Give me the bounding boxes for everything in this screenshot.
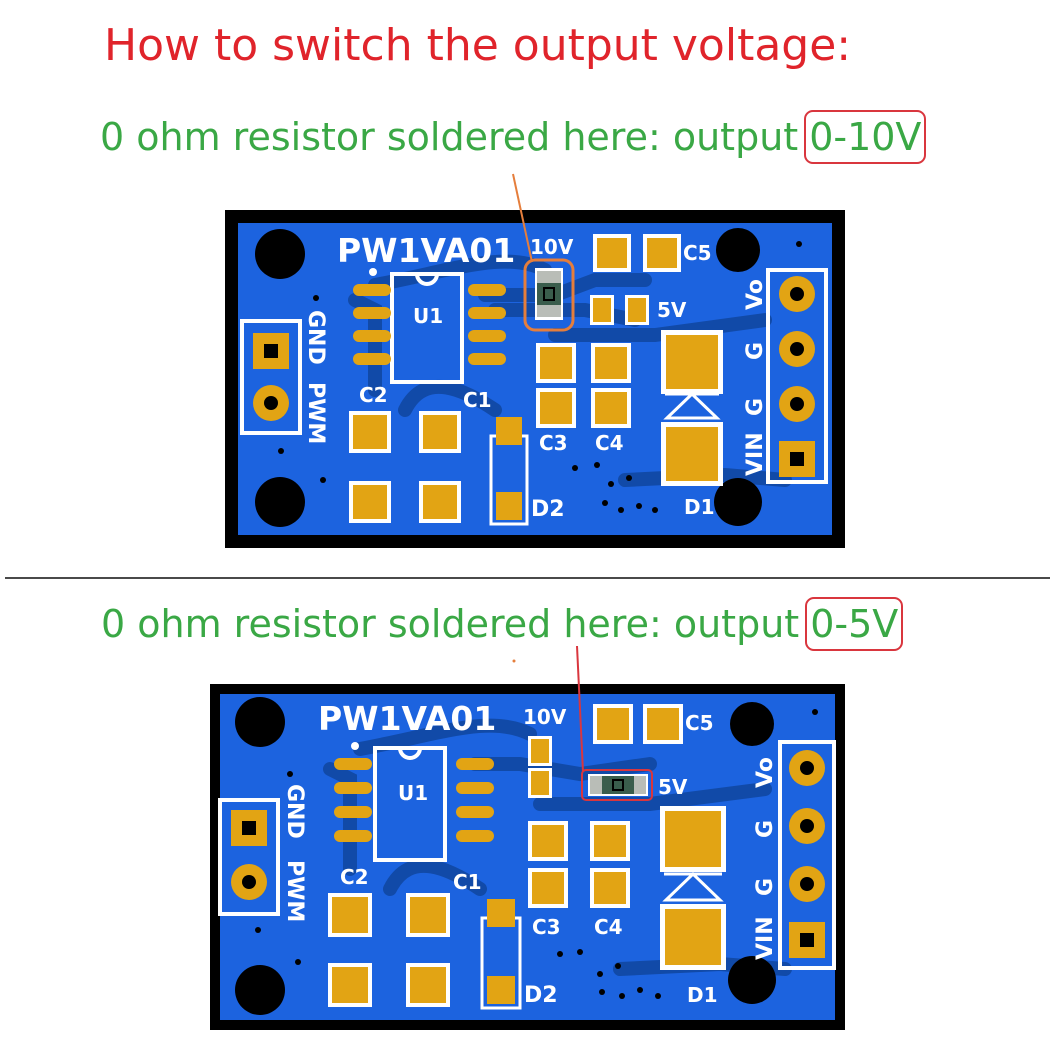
svg-text:PWM: PWM [303,382,328,444]
d1-diode: D1 [660,806,726,1007]
caption-text: 0 ohm resistor soldered here: output [100,115,799,159]
svg-text:D2: D2 [524,983,558,1008]
svg-text:U1: U1 [413,304,443,328]
output-range-highlight: 0-10V [804,110,927,164]
c5-pads: C5 [593,704,714,744]
page-title: How to switch the output voltage: [104,20,852,71]
stray-dot [512,659,516,663]
jumper-10v: 10V [523,705,567,798]
svg-text:GND: GND [282,784,307,839]
svg-text:U1: U1 [398,781,428,805]
svg-text:C2: C2 [359,383,388,407]
c3-c4-pads: C3 C4 [536,343,631,455]
pin1-dot [369,268,377,276]
svg-text:G: G [753,820,778,838]
jumper-5v: 5V [590,295,687,325]
svg-text:D2: D2 [531,497,565,522]
svg-text:Vo: Vo [743,279,768,310]
c1-c2-pads: C2 C1 [328,865,482,1007]
mounting-holes [255,228,762,527]
pin1-dot [351,742,359,750]
jumper-5v: 5V [581,769,688,801]
section-divider [5,577,1050,579]
board-name: PW1VA01 [337,231,515,270]
svg-text:G: G [743,342,768,360]
svg-text:C1: C1 [463,388,492,412]
output-range-highlight: 0-5V [805,597,904,651]
svg-text:C3: C3 [532,915,561,939]
gnd-pwm-header: GND PWM [240,310,328,444]
svg-text:C4: C4 [595,431,624,455]
svg-text:D1: D1 [687,983,718,1007]
svg-text:C2: C2 [340,865,369,889]
svg-text:C5: C5 [683,241,712,265]
jumper-highlight [523,258,575,332]
caption-text: 0 ohm resistor soldered here: output [101,602,800,646]
c5-pads: C5 [593,234,712,272]
c3-c4-pads: C3 C4 [528,821,630,939]
svg-text:D1: D1 [684,495,715,519]
mounting-holes [235,697,776,1015]
jumper-highlight [581,769,653,801]
svg-text:10V: 10V [523,705,567,729]
gnd-pwm-header: GND PWM [218,784,307,922]
output-header: Vo G G VIN [753,740,836,970]
svg-text:C4: C4 [594,915,623,939]
svg-text:C1: C1 [453,870,482,894]
svg-text:5V: 5V [657,298,687,322]
jumper-10v: 10V [523,235,575,332]
u1-chip: U1 [334,746,494,862]
svg-text:10V: 10V [530,235,574,259]
pcb-board-10v: PW1VA01 U1 GND PWM C2 C1 D2 [225,210,845,548]
svg-text:VIN: VIN [743,432,768,476]
svg-text:C3: C3 [539,431,568,455]
u1-chip: U1 [353,272,506,384]
svg-text:GND: GND [303,310,328,365]
d2-diode: D2 [489,417,565,526]
vias [278,241,802,513]
svg-text:VIN: VIN [753,916,778,960]
vias [255,709,818,999]
svg-text:Vo: Vo [753,757,778,788]
svg-text:C5: C5 [685,711,714,735]
d1-diode: D1 [661,330,723,519]
svg-text:G: G [743,398,768,416]
d2-diode: D2 [480,899,558,1010]
svg-text:G: G [753,878,778,896]
svg-text:5V: 5V [658,775,688,799]
svg-text:PWM: PWM [282,860,307,922]
pcb-board-5v: PW1VA01 U1 GND PWM C2 C1 D2 [210,684,845,1030]
c1-c2-pads: C2 C1 [349,383,492,523]
output-header: Vo G G VIN [743,268,828,484]
board-name: PW1VA01 [318,699,496,738]
